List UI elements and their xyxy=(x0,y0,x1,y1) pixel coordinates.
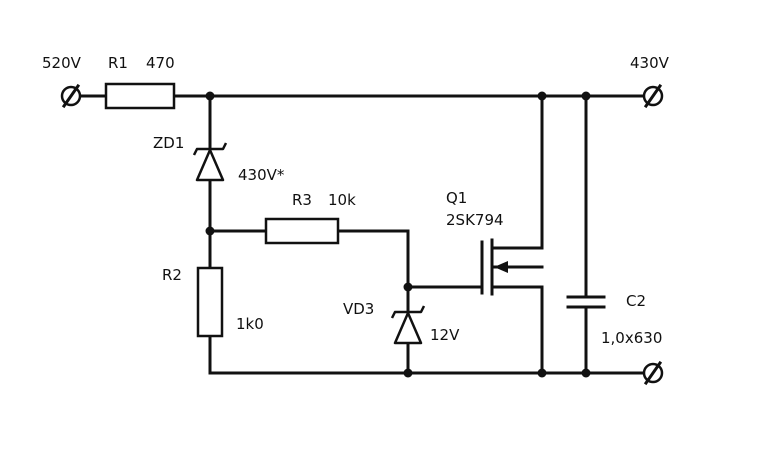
input-voltage-label: 520V xyxy=(42,54,82,72)
junctions xyxy=(205,91,591,378)
vd3-ref-label: VD3 xyxy=(343,300,374,318)
zener-vd3 xyxy=(390,305,426,345)
q1-part-label: 2SK794 xyxy=(446,211,504,229)
wires xyxy=(78,94,646,375)
junction-dot xyxy=(537,91,547,101)
output-voltage-label: 430V xyxy=(630,54,670,72)
junction-dot xyxy=(403,368,413,378)
zd1-value-label: 430V* xyxy=(238,166,285,184)
r1-ref-label: R1 xyxy=(108,54,128,72)
terminal-ground xyxy=(642,360,664,386)
r3-value-label: 10k xyxy=(328,191,356,209)
resistor-r3 xyxy=(264,217,340,245)
junction-dot xyxy=(403,282,413,292)
junction-dot xyxy=(205,226,215,236)
r1-value-label: 470 xyxy=(146,54,175,72)
zener-zd1 xyxy=(192,142,228,182)
r2-value-label: 1k0 xyxy=(236,315,264,333)
r3-ref-label: R3 xyxy=(292,191,312,209)
capacitor-c2 xyxy=(566,295,606,309)
mosfet-q1 xyxy=(480,238,544,296)
resistor-r2 xyxy=(196,266,224,338)
c2-value-label: 1,0x630 xyxy=(601,329,662,347)
junction-dot xyxy=(205,91,215,101)
c2-ref-label: C2 xyxy=(626,292,646,310)
vd3-value-label: 12V xyxy=(430,326,460,344)
junction-dot xyxy=(581,368,591,378)
r2-ref-label: R2 xyxy=(162,266,182,284)
resistor-r1 xyxy=(104,82,176,110)
q1-ref-label: Q1 xyxy=(446,189,467,207)
junction-dot xyxy=(537,368,547,378)
zd1-ref-label: ZD1 xyxy=(153,134,184,152)
junction-dot xyxy=(581,91,591,101)
terminal-input xyxy=(60,83,82,109)
terminal-output xyxy=(642,83,664,109)
